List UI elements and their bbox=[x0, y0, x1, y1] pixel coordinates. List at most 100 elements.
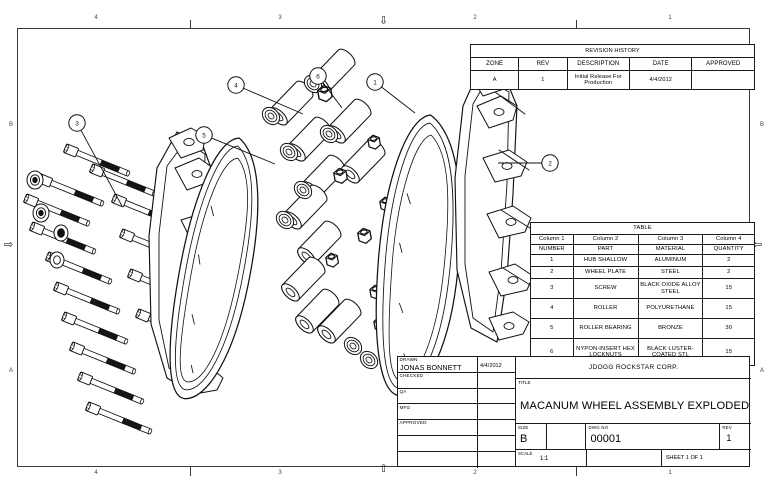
revision-history-table: REVISION HISTORY ZONE REV DESCRIPTION DA… bbox=[469, 44, 755, 90]
balloon-callout-5: 5 bbox=[195, 126, 276, 165]
drawing-title-cell: TITLE MACANUM WHEEL ASSEMBLY EXPLODED bbox=[516, 379, 751, 424]
bom-quantity: 15 bbox=[702, 278, 755, 299]
drawn-date-cell: 4/4/2012 bbox=[477, 357, 516, 372]
bom-number: 2 bbox=[530, 266, 574, 279]
bom-number: 3 bbox=[530, 278, 574, 299]
datum-arrow-right: ⇦ bbox=[753, 239, 763, 251]
balloon-callout-6: 6 bbox=[309, 67, 343, 109]
revision-col-desc: DESCRIPTION bbox=[566, 57, 631, 71]
drawing-number-row: SIZE B DWG NO 00001 REV 1 bbox=[516, 424, 751, 450]
zone-label-top-3: 3 bbox=[278, 15, 282, 21]
zone-label-left-b: B bbox=[8, 122, 13, 128]
title-block-row-qa: QA bbox=[398, 388, 515, 405]
zone-label-right-b: B bbox=[759, 122, 764, 128]
revision-col-date: DATE bbox=[628, 57, 693, 71]
drawn-label: DRAWN bbox=[399, 357, 418, 363]
revision-col-approved: APPROVED bbox=[691, 57, 755, 71]
balloon-circle bbox=[541, 154, 559, 172]
balloon-callout-4: 4 bbox=[227, 76, 304, 115]
bom-row: 1 HUB SHALLOW ALUMINUM 2 bbox=[530, 254, 755, 267]
title-label: TITLE bbox=[518, 379, 531, 385]
zone-label-top-2: 2 bbox=[473, 15, 477, 21]
balloon-leader-line bbox=[80, 129, 123, 207]
balloon-number: 1 bbox=[373, 79, 377, 86]
zone-label-top-4: 4 bbox=[94, 15, 98, 21]
bom-header-part: PART bbox=[572, 244, 639, 255]
zone-tick-top-b bbox=[576, 20, 577, 29]
bom-part: SCREW bbox=[572, 278, 639, 299]
size-value: B bbox=[520, 433, 528, 445]
sheet-cell: SHEET 1 OF 1 bbox=[662, 450, 751, 467]
bom-material: ALUMINUM bbox=[637, 254, 704, 267]
bom-material: STEEL bbox=[637, 266, 704, 279]
size-label: SIZE bbox=[518, 424, 529, 430]
drawn-value: JONAS BONNETT bbox=[400, 362, 462, 372]
balloon-number: 4 bbox=[234, 82, 238, 89]
revision-col-zone: ZONE bbox=[469, 57, 520, 71]
bill-of-materials-table: TABLE Column 1 Column 2 Column 3 Column … bbox=[530, 222, 755, 366]
bom-number: 5 bbox=[530, 318, 574, 339]
zone-label-bottom-4: 4 bbox=[94, 470, 98, 476]
revision-approved bbox=[691, 70, 755, 90]
balloon-leader-line bbox=[211, 137, 276, 165]
zone-label-left-a: A bbox=[8, 368, 13, 374]
scale-blank-cell bbox=[587, 450, 662, 467]
blank1-date-cell bbox=[477, 435, 516, 451]
bom-part: HUB SHALLOW bbox=[572, 254, 639, 267]
mfg-label: MFG bbox=[399, 404, 411, 410]
title-block-row-blank-1 bbox=[398, 435, 516, 452]
checked-date-cell bbox=[477, 372, 516, 388]
scale-sheet-row: SCALE 1:1 SHEET 1 OF 1 bbox=[516, 450, 751, 467]
balloon-number: 6 bbox=[316, 73, 320, 80]
bom-part: ROLLER bbox=[572, 298, 639, 319]
bom-material: BLACK OXIDE ALLOY STEEL bbox=[637, 278, 704, 299]
bom-colid-3: Column 3 bbox=[637, 234, 704, 245]
sheet-value: SHEET 1 OF 1 bbox=[665, 455, 703, 461]
company-name: JDOGG ROCKSTAR CORP. bbox=[516, 357, 751, 379]
title-block-main-column: JDOGG ROCKSTAR CORP. TITLE MACANUM WHEEL… bbox=[516, 357, 751, 467]
exploded-assembly-drawing: 3 4 6 1 5 2 bbox=[22, 45, 559, 437]
zone-tick-top-a bbox=[190, 20, 191, 29]
bom-part: ROLLER BEARING bbox=[572, 318, 639, 339]
balloon-callout-layer: 3 4 6 1 5 2 bbox=[68, 67, 559, 207]
balloon-circle bbox=[195, 126, 213, 144]
revision-rev: 1 bbox=[518, 70, 568, 90]
balloon-callout-3: 3 bbox=[68, 114, 123, 207]
bom-quantity: 2 bbox=[702, 266, 755, 279]
bom-colid-2: Column 2 bbox=[572, 234, 639, 245]
blank2-date-cell bbox=[477, 451, 516, 468]
bom-part: WHEEL PLATE bbox=[572, 266, 639, 279]
zone-label-bottom-3: 3 bbox=[278, 470, 282, 476]
balloon-leader-line bbox=[243, 87, 304, 115]
balloon-leader-line bbox=[381, 86, 416, 114]
bom-quantity: 2 bbox=[702, 254, 755, 267]
balloon-number: 5 bbox=[202, 132, 206, 139]
title-block-row-drawn: DRAWN JONAS BONNETT 4/4/2012 bbox=[398, 357, 515, 373]
title-block-row-approved: APPROVED bbox=[398, 420, 515, 436]
bom-quantity: 15 bbox=[702, 298, 755, 319]
balloon-circle bbox=[68, 114, 86, 132]
bom-material: BRONZE bbox=[637, 318, 704, 339]
approved-label: APPROVED bbox=[399, 420, 427, 426]
bom-material: POLYURETHANE bbox=[637, 298, 704, 319]
bom-quantity: 30 bbox=[702, 318, 755, 339]
dwg-no-label: DWG NO bbox=[588, 424, 609, 430]
datum-arrow-bottom: ⇧ bbox=[379, 463, 389, 475]
balloon-callout-2: 2 bbox=[498, 154, 559, 172]
balloon-callout-1: 1 bbox=[366, 73, 416, 114]
zone-tick-bottom-a bbox=[190, 467, 191, 476]
bom-number: 4 bbox=[530, 298, 574, 319]
qa-label: QA bbox=[399, 388, 407, 394]
dwg-no-cell: DWG NO 00001 bbox=[586, 424, 721, 449]
zone-label-bottom-2: 2 bbox=[473, 470, 477, 476]
bom-header-quantity: QUANTITY bbox=[702, 244, 755, 255]
rev-label: REV bbox=[722, 424, 733, 430]
datum-arrow-left: ⇨ bbox=[4, 239, 14, 251]
rev-value: 1 bbox=[726, 433, 732, 443]
datum-arrow-top: ⇩ bbox=[379, 15, 389, 27]
scale-cell: SCALE 1:1 bbox=[516, 450, 587, 467]
bom-header-number: NUMBER bbox=[530, 244, 574, 255]
zone-label-bottom-1: 1 bbox=[668, 470, 672, 476]
bom-number: 1 bbox=[530, 254, 574, 267]
